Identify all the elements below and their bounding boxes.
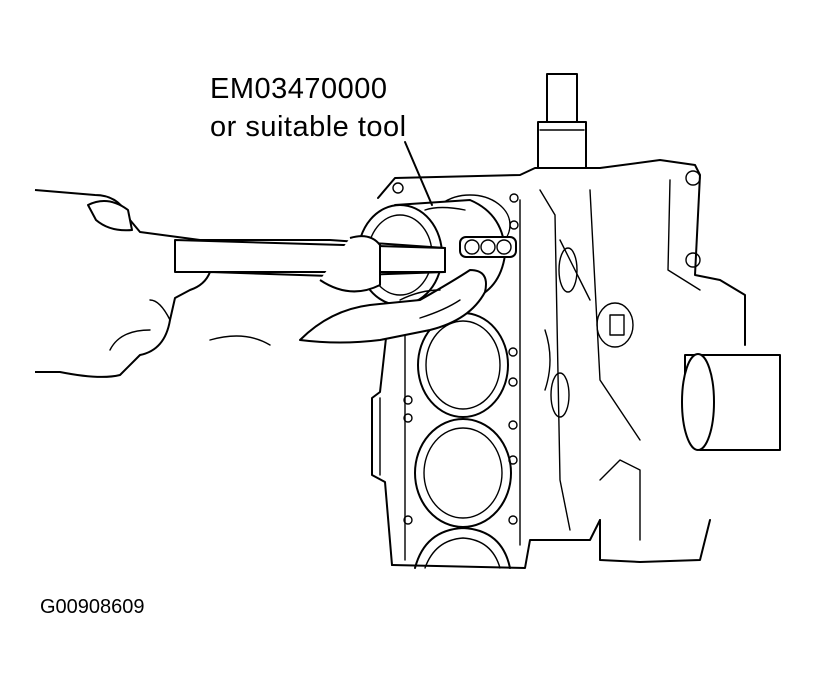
side-shaft (681, 353, 781, 451)
callout-leader-line (404, 141, 433, 206)
tool-alternative-label: or suitable tool (210, 111, 407, 143)
bolt-holes (392, 170, 701, 525)
top-shaft (537, 73, 587, 169)
tool-number-label: EM03470000 (210, 73, 388, 105)
hand-and-arm (34, 189, 487, 378)
figure-id-label: G00908609 (40, 596, 145, 618)
